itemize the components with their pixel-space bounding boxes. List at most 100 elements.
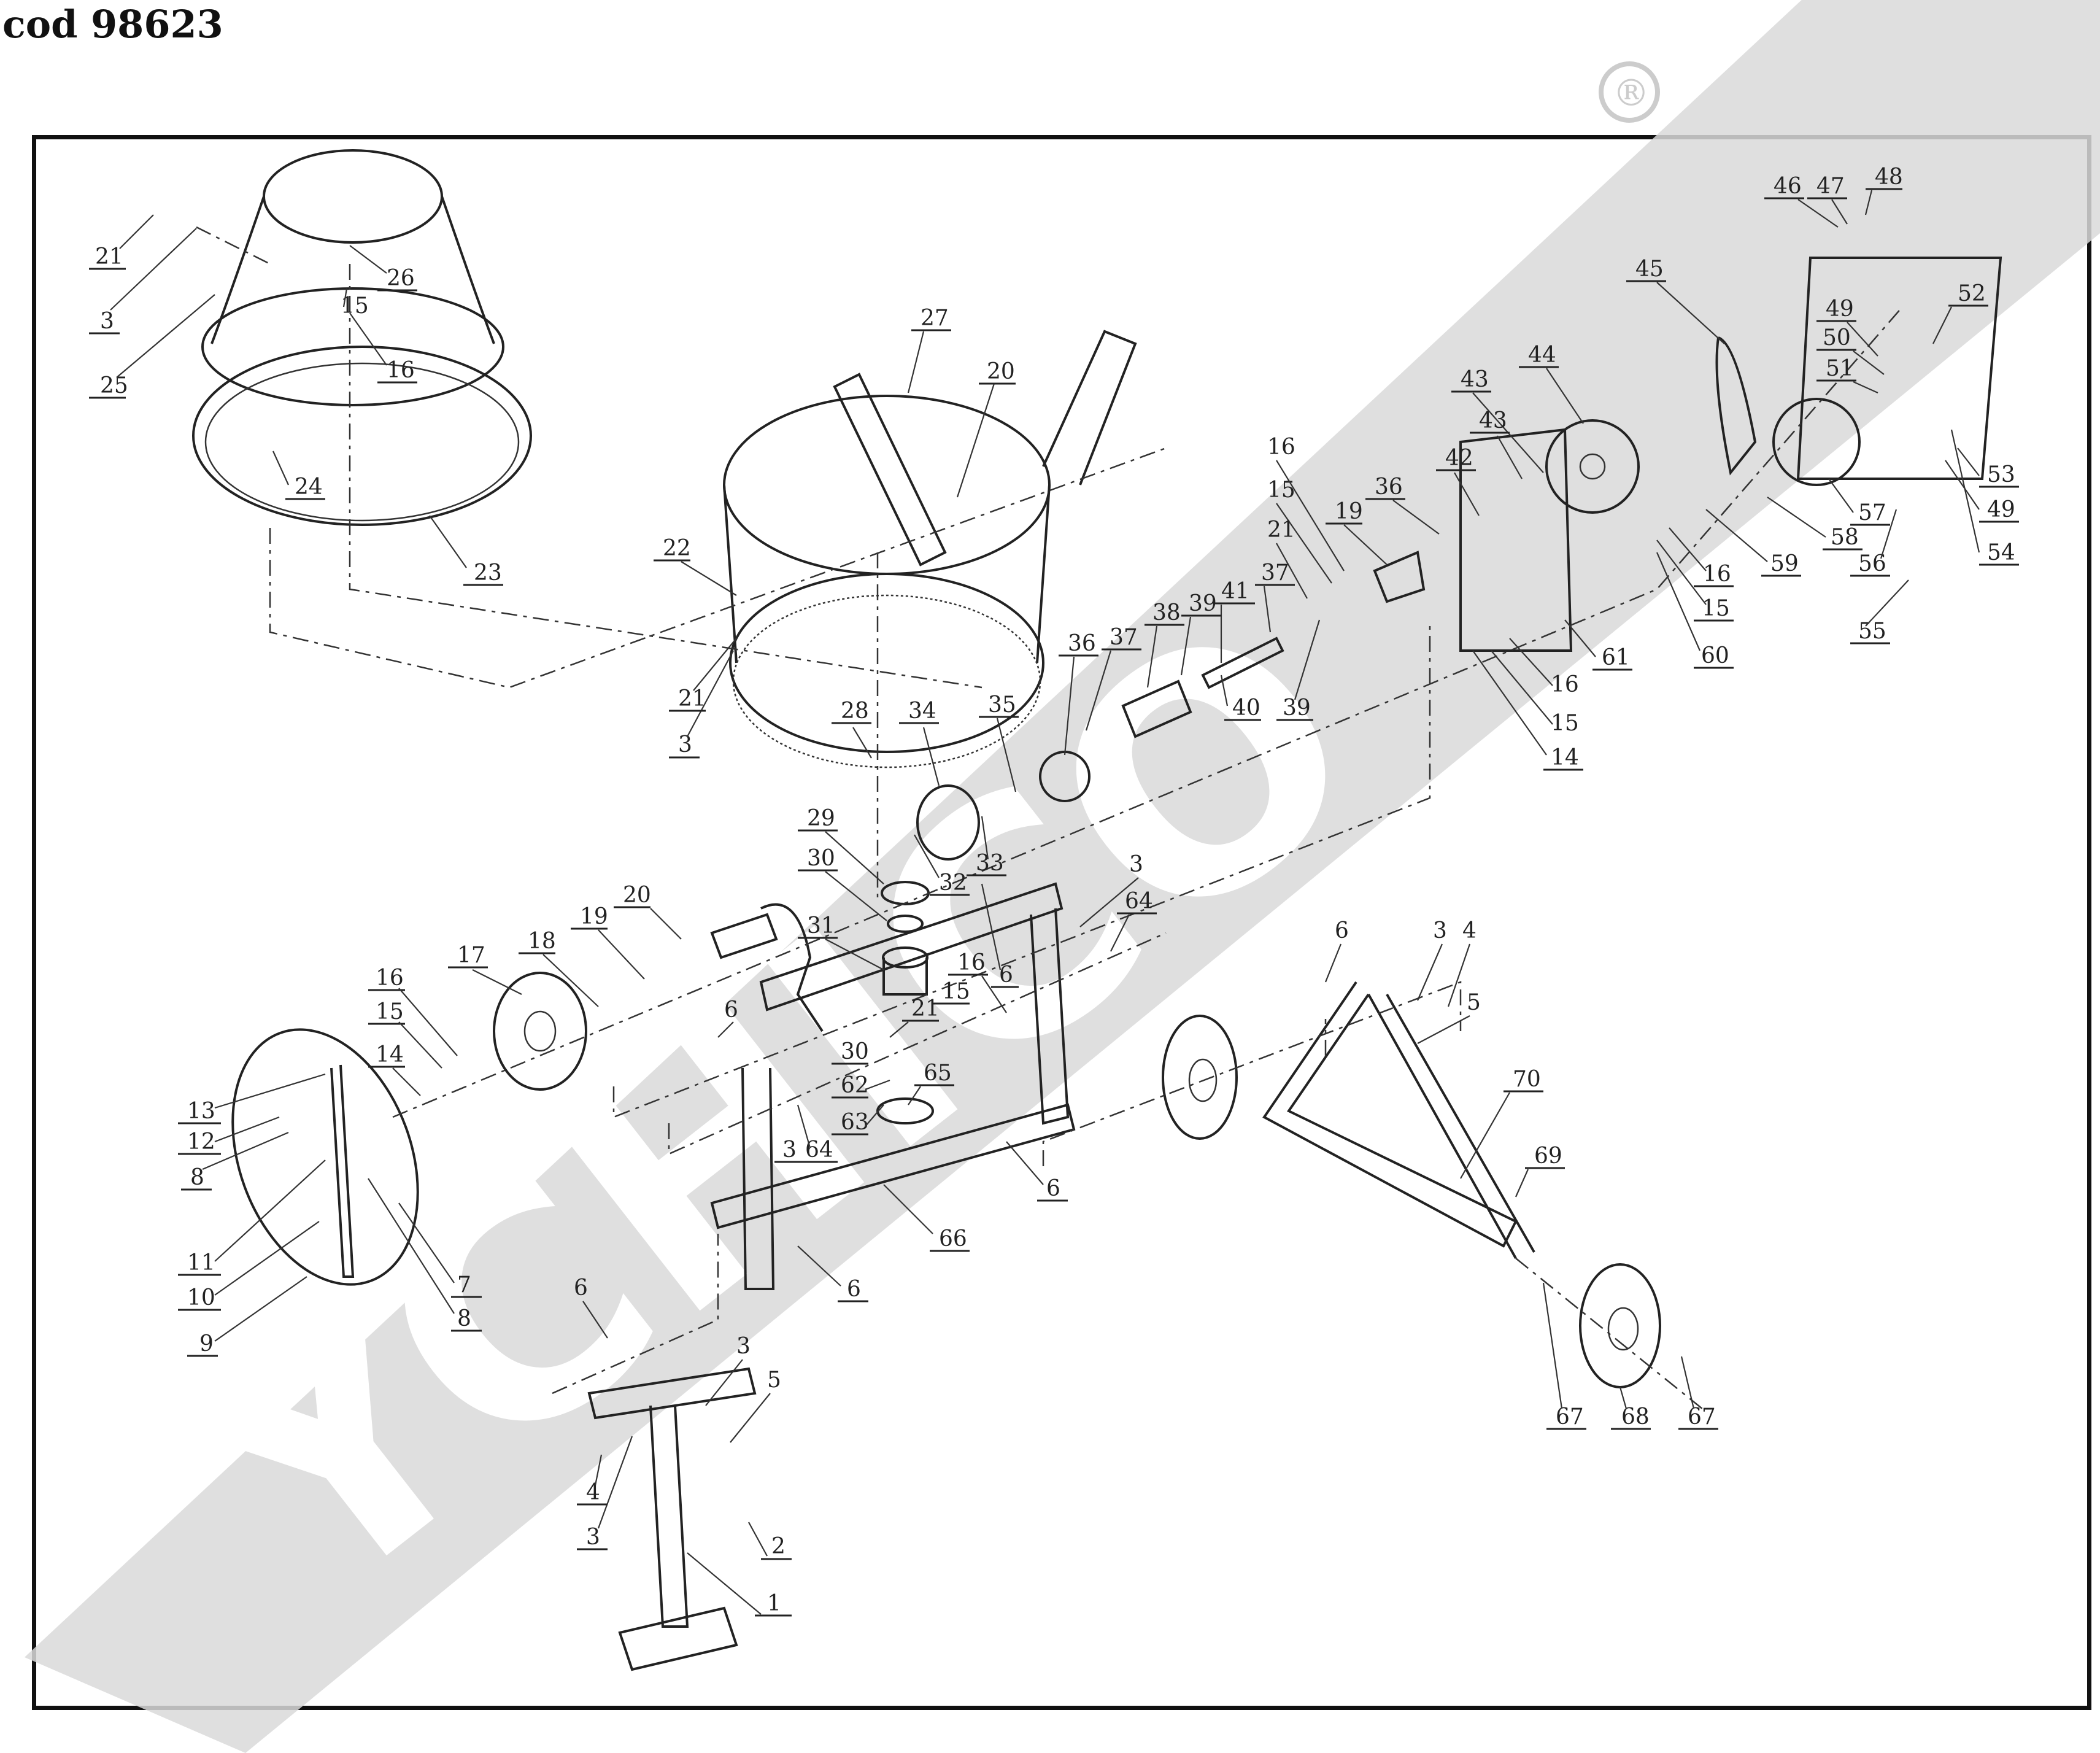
svg-text:30: 30 bbox=[841, 1039, 869, 1064]
svg-text:4: 4 bbox=[1462, 918, 1477, 943]
svg-text:46: 46 bbox=[1774, 174, 1802, 199]
registered-mark-icon bbox=[1599, 61, 1660, 123]
svg-text:40: 40 bbox=[1232, 695, 1260, 721]
drum-body-part bbox=[723, 330, 1137, 768]
part-label-8b: 8 bbox=[368, 1178, 482, 1332]
part-label-32: 32 bbox=[914, 834, 970, 896]
part-label-43b: 43 bbox=[1470, 408, 1523, 479]
svg-text:35: 35 bbox=[988, 692, 1016, 718]
hand-wheel-part bbox=[231, 972, 587, 1286]
svg-text:54: 54 bbox=[1987, 540, 2015, 565]
part-label-19b: 19 bbox=[1326, 499, 1388, 565]
part-label-58: 58 bbox=[1767, 497, 1863, 551]
svg-text:28: 28 bbox=[841, 698, 869, 724]
part-label-12: 12 bbox=[178, 1116, 280, 1155]
part-label-70: 70 bbox=[1460, 1067, 1543, 1179]
part-label-41: 41 bbox=[1215, 579, 1255, 663]
svg-text:42: 42 bbox=[1445, 446, 1473, 471]
svg-text:23: 23 bbox=[474, 560, 502, 586]
svg-text:6: 6 bbox=[1046, 1176, 1060, 1201]
part-label-45: 45 bbox=[1626, 257, 1725, 344]
svg-text:25: 25 bbox=[100, 373, 128, 398]
part-label-13: 13 bbox=[178, 1073, 326, 1124]
part-label-48: 48 bbox=[1864, 164, 1903, 215]
part-label-36a: 36 bbox=[1059, 631, 1098, 756]
part-label-29: 29 bbox=[798, 806, 884, 884]
svg-text:15: 15 bbox=[1551, 711, 1579, 736]
svg-text:53: 53 bbox=[1987, 462, 2015, 487]
svg-text:3: 3 bbox=[1129, 852, 1143, 877]
part-label-3b: 3 bbox=[669, 650, 734, 759]
part-label-55: 55 bbox=[1850, 579, 1909, 644]
svg-text:39: 39 bbox=[1189, 591, 1217, 616]
part-label-11: 11 bbox=[178, 1159, 326, 1276]
svg-text:43: 43 bbox=[1461, 367, 1489, 392]
svg-text:6: 6 bbox=[1335, 918, 1349, 943]
svg-text:13: 13 bbox=[187, 1099, 215, 1124]
part-label-15c: 15 bbox=[933, 979, 970, 1005]
svg-text:30: 30 bbox=[807, 846, 835, 871]
part-label-57: 57 bbox=[1828, 478, 1890, 526]
svg-text:43: 43 bbox=[1479, 408, 1507, 433]
part-label-21a: 21 bbox=[89, 214, 154, 270]
part-label-16f: 16 bbox=[1669, 527, 1734, 587]
svg-text:4: 4 bbox=[586, 1480, 600, 1505]
svg-text:60: 60 bbox=[1701, 643, 1729, 668]
part-label-44: 44 bbox=[1519, 342, 1584, 424]
part-label-16a: 16 bbox=[368, 966, 458, 1056]
part-label-54: 54 bbox=[1950, 429, 2019, 566]
part-label-39a: 39 bbox=[1180, 591, 1221, 676]
svg-text:69: 69 bbox=[1534, 1144, 1562, 1169]
svg-text:8: 8 bbox=[457, 1306, 471, 1331]
svg-text:36: 36 bbox=[1068, 631, 1096, 656]
svg-text:19: 19 bbox=[1335, 499, 1363, 524]
part-label-3e: 3 bbox=[1416, 918, 1447, 1001]
svg-text:16: 16 bbox=[1267, 435, 1295, 460]
assembly-lines bbox=[196, 226, 1903, 1412]
part-label-64b: 64 bbox=[1110, 889, 1157, 952]
svg-text:5: 5 bbox=[1467, 990, 1481, 1015]
svg-text:6: 6 bbox=[847, 1277, 861, 1302]
svg-text:55: 55 bbox=[1858, 619, 1886, 644]
svg-text:16: 16 bbox=[387, 358, 415, 383]
svg-text:64: 64 bbox=[805, 1137, 833, 1163]
svg-text:3: 3 bbox=[586, 1525, 600, 1550]
svg-text:18: 18 bbox=[528, 929, 556, 954]
svg-text:49: 49 bbox=[1826, 296, 1854, 322]
svg-text:44: 44 bbox=[1528, 342, 1556, 368]
svg-text:21: 21 bbox=[95, 244, 123, 269]
part-label-56: 56 bbox=[1850, 509, 1897, 577]
part-label-20b: 20 bbox=[956, 359, 1016, 498]
svg-text:67: 67 bbox=[1688, 1404, 1716, 1430]
svg-text:39: 39 bbox=[1283, 695, 1311, 721]
drum-top-part bbox=[192, 149, 532, 526]
svg-text:62: 62 bbox=[841, 1073, 869, 1098]
part-label-6e: 6 bbox=[797, 1245, 868, 1302]
svg-text:16: 16 bbox=[376, 966, 404, 991]
part-label-40: 40 bbox=[1220, 675, 1261, 721]
part-label-51: 51 bbox=[1816, 356, 1878, 394]
svg-text:70: 70 bbox=[1513, 1067, 1541, 1092]
part-label-19a: 19 bbox=[571, 904, 645, 980]
part-label-25: 25 bbox=[89, 294, 215, 399]
svg-text:45: 45 bbox=[1635, 257, 1664, 282]
wheel-stand-part bbox=[1162, 981, 1661, 1388]
part-label-64a: 64 bbox=[797, 1104, 838, 1163]
svg-text:19: 19 bbox=[580, 904, 608, 929]
part-label-8a: 8 bbox=[181, 1131, 289, 1191]
part-label-9: 9 bbox=[187, 1276, 307, 1357]
part-label-16d: 16 bbox=[1267, 435, 1345, 571]
bearing-stack-part bbox=[710, 881, 934, 1124]
svg-text:26: 26 bbox=[387, 266, 415, 291]
part-label-15f: 15 bbox=[1656, 540, 1734, 622]
svg-text:12: 12 bbox=[187, 1129, 215, 1155]
part-label-31: 31 bbox=[798, 913, 884, 970]
svg-text:16: 16 bbox=[1551, 672, 1579, 697]
part-label-17: 17 bbox=[448, 943, 522, 995]
part-label-10: 10 bbox=[178, 1221, 320, 1311]
svg-text:38: 38 bbox=[1152, 600, 1181, 625]
part-label-18: 18 bbox=[519, 929, 599, 1007]
part-label-28: 28 bbox=[832, 698, 872, 759]
part-label-43a: 43 bbox=[1451, 367, 1544, 473]
